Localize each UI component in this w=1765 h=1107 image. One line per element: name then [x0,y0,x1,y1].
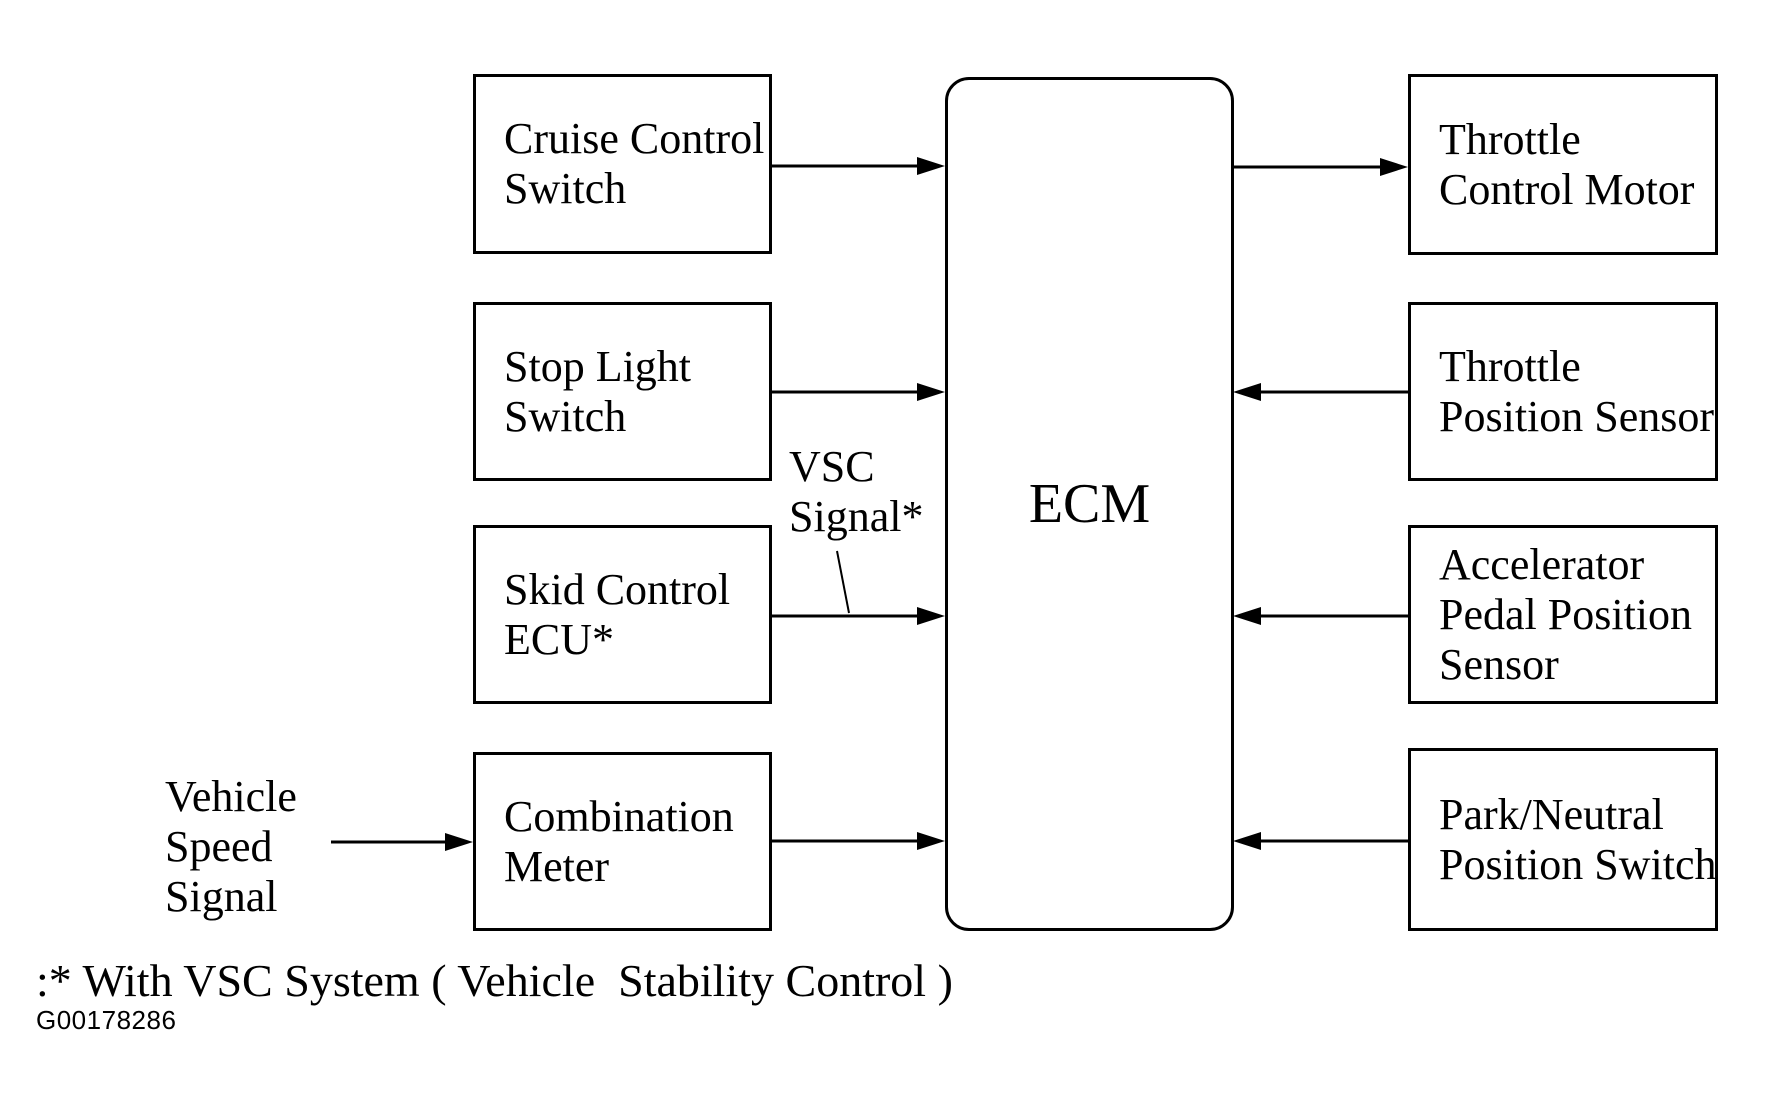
throttle-control-motor-label-line2: Control Motor [1439,164,1695,214]
accelerator-pedal-position-sensor-label-line2: Pedal Position [1439,589,1693,639]
arrow-cruise-to-ecm [772,157,945,175]
combination-meter-label-line2: Meter [504,841,610,891]
throttle-control-motor-box: Throttle Control Motor [1408,74,1718,255]
stop-light-switch-label-line1: Stop Light [504,341,692,391]
arrow-ecm-to-throttle-control-motor [1233,158,1408,176]
skid-control-ecu-box: Skid Control ECU* [473,525,772,704]
ecm-box: ECM [945,77,1234,931]
vehicle-speed-signal-label-line3: Signal [165,872,278,921]
figure-id: G00178286 [36,1005,177,1035]
vsc-signal-leader-line [836,550,850,614]
vehicle-speed-signal-label-line2: Speed [165,822,273,871]
accelerator-pedal-position-sensor-box: Accelerator Pedal Position Sensor [1408,525,1718,704]
stop-light-switch-box: Stop Light Switch [473,302,772,481]
accelerator-pedal-position-sensor-label-line1: Accelerator [1439,539,1645,589]
throttle-position-sensor-label-line2: Position Sensor [1439,391,1715,441]
vehicle-speed-signal-label-line1: Vehicle [165,772,297,821]
vsc-signal-label-line1: VSC [789,442,875,491]
cruise-control-switch-label-line1: Cruise Control [504,114,765,163]
arrow-skid-control-to-ecm [772,607,945,625]
vsc-signal-label: VSC Signal* [789,442,923,542]
arrow-throttle-position-sensor-to-ecm [1233,383,1408,401]
ecm-label: ECM [1028,473,1151,535]
arrow-accelerator-pedal-sensor-to-ecm [1233,607,1408,625]
stop-light-switch-label-line2: Switch [504,391,627,441]
park-neutral-position-switch-label-line2: Position Switch [1439,839,1717,889]
combination-meter-box: Combination Meter [473,752,772,931]
arrow-vehicle-speed-to-combination-meter [331,833,473,851]
throttle-position-sensor-box: Throttle Position Sensor [1408,302,1718,481]
skid-control-ecu-label-line2: ECU* [504,614,614,664]
cruise-control-switch-label-line2: Switch [504,164,627,213]
arrow-combination-meter-to-ecm [772,832,945,850]
skid-control-ecu-label-line1: Skid Control [504,564,731,614]
arrow-stop-light-to-ecm [772,383,945,401]
throttle-position-sensor-label-line1: Throttle [1439,341,1581,391]
combination-meter-label-line1: Combination [504,791,734,841]
vehicle-speed-signal-label: Vehicle Speed Signal [165,772,297,922]
accelerator-pedal-position-sensor-label-line3: Sensor [1439,639,1559,689]
park-neutral-position-switch-box: Park/Neutral Position Switch [1408,748,1718,931]
park-neutral-position-switch-label-line1: Park/Neutral [1439,789,1664,839]
cruise-control-switch-box: Cruise Control Switch [473,74,772,254]
throttle-control-motor-label-line1: Throttle [1439,114,1581,164]
vsc-signal-label-line2: Signal* [789,492,924,541]
vsc-system-footnote: :* With VSC System ( Vehicle Stability C… [36,955,953,1006]
arrow-park-neutral-switch-to-ecm [1233,832,1408,850]
